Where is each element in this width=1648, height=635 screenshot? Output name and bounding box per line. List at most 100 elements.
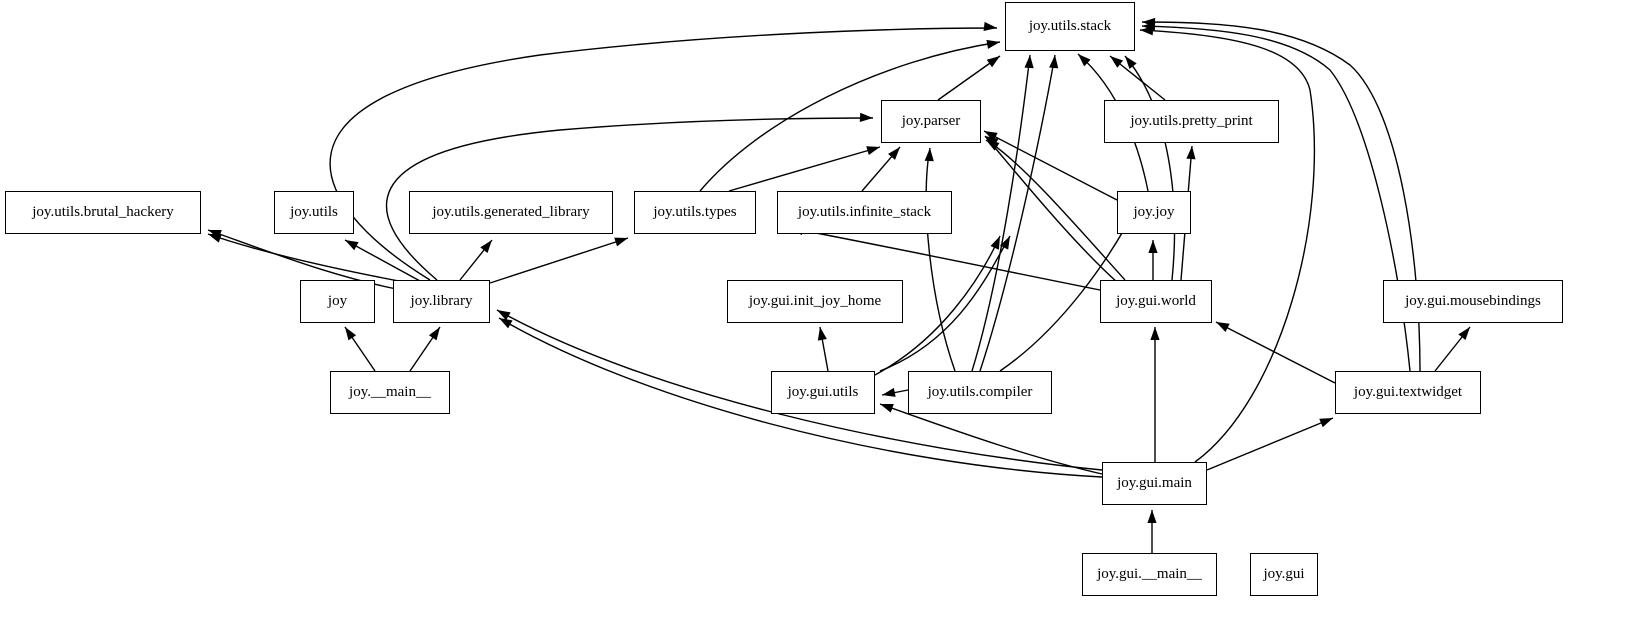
graph-edge [979, 54, 1056, 372]
graph-node-label: joy.utils.stack [1028, 18, 1112, 34]
graph-edge-arrowhead [990, 236, 1000, 250]
graph-edge-arrowhead [1024, 55, 1034, 69]
graph-node-label: joy.utils.infinite_stack [797, 204, 932, 220]
graph-edge-arrowhead [888, 147, 900, 160]
graph-node-label: joy.gui.mousebindings [1405, 293, 1541, 309]
graph-edge [1206, 417, 1334, 471]
graph-node-joy-utils-brutal-hackery[interactable]: joy.utils.brutal_hackery [5, 191, 201, 234]
graph-node-label: joy.gui.utils [787, 384, 859, 400]
graph-edge-arrowhead [924, 148, 934, 162]
graph-node-label: joy.gui [1263, 566, 1305, 582]
graph-node-joy-gui-textwidget[interactable]: joy.gui.textwidget [1335, 371, 1481, 414]
graph-edge [1124, 55, 1176, 281]
graph-edge-arrowhead [345, 327, 357, 341]
graph-node-joy-utils-types[interactable]: joy.utils.types [634, 191, 756, 234]
graph-edge-arrowhead [1458, 327, 1470, 341]
graph-edge-arrowhead [859, 112, 873, 122]
graph-node-label: joy.utils.brutal_hackery [32, 204, 174, 220]
graph-edge [207, 233, 405, 283]
graph-node-label: joy.gui.init_joy_home [748, 293, 882, 309]
graph-node-label: joy.utils [290, 204, 338, 220]
graph-node-label: joy.parser [901, 113, 961, 129]
graph-node-label: joy.utils.compiler [927, 384, 1033, 400]
graph-edge [925, 147, 956, 372]
graph-node-joy-main-[interactable]: joy.__main__ [330, 371, 450, 414]
graph-edge-arrowhead [1319, 418, 1333, 428]
graph-node-joy-gui-mousebindings[interactable]: joy.gui.mousebindings [1383, 280, 1563, 323]
graph-edge-arrowhead [1148, 240, 1158, 253]
graph-edge-arrowhead [1150, 327, 1160, 340]
graph-edge-arrowhead [1049, 55, 1059, 69]
graph-edge [984, 135, 1119, 284]
graph-node-joy-utils[interactable]: joy.utils [274, 191, 354, 234]
graph-edge-arrowhead [1110, 56, 1124, 68]
graph-node-label: joy.__main__ [349, 384, 431, 400]
graph-node-joy-library[interactable]: joy.library [393, 280, 490, 323]
graph-edge [983, 130, 1118, 201]
graph-node-label: joy [327, 293, 348, 309]
graph-edge [879, 235, 1011, 372]
graph-edge-arrowhead [497, 310, 511, 321]
graph-edge [789, 227, 1101, 291]
graph-node-label: joy.gui.world [1116, 293, 1196, 309]
graph-node-label: joy.joy [1133, 204, 1175, 220]
graph-node-joy-gui-world[interactable]: joy.gui.world [1100, 280, 1212, 323]
graph-node-joy-gui-main-[interactable]: joy.gui.__main__ [1082, 553, 1217, 596]
graph-edge [489, 237, 629, 284]
graph-edge-arrowhead [986, 56, 1000, 68]
graph-node-joy-utils-pretty-print[interactable]: joy.utils.pretty_print [1104, 100, 1279, 143]
graph-node-joy-utils-compiler[interactable]: joy.utils.compiler [908, 371, 1052, 414]
graph-edge-arrowhead [986, 39, 1000, 49]
graph-edge [1141, 21, 1421, 372]
graph-node-label: joy.utils.pretty_print [1130, 113, 1253, 129]
graph-edge-arrowhead [428, 327, 440, 341]
graph-node-label: joy.gui.__main__ [1097, 566, 1202, 582]
graph-edge-arrowhead [882, 387, 896, 397]
graph-node-joy-gui-utils[interactable]: joy.gui.utils [771, 371, 875, 414]
graph-node-label: joy.library [410, 293, 473, 309]
graph-edge-arrowhead [1125, 56, 1137, 70]
graph-edge [699, 41, 1001, 192]
graph-edge-arrowhead [1147, 510, 1157, 523]
graph-edge [985, 139, 1126, 281]
graph-node-joy-gui[interactable]: joy.gui [1250, 553, 1318, 596]
graph-edge [344, 239, 421, 282]
graph-node-joy-gui-main[interactable]: joy.gui.main [1102, 462, 1207, 505]
graph-node-label: joy.utils.types [653, 204, 737, 220]
graph-edge-arrowhead [1216, 322, 1230, 332]
graph-edge-arrowhead [983, 21, 997, 32]
graph-edge [1215, 321, 1336, 384]
graph-node-joy-joy[interactable]: joy.joy [1117, 191, 1191, 234]
graph-edge [728, 146, 881, 192]
graph-edge-arrowhead [480, 240, 492, 254]
graph-edge [498, 317, 1103, 478]
graph-edge [496, 309, 1103, 471]
graph-node-joy-parser[interactable]: joy.parser [881, 100, 981, 143]
graph-edge-arrowhead [880, 403, 894, 413]
graph-edge [1139, 29, 1316, 463]
graph-node-joy-utils-generated-library[interactable]: joy.utils.generated_library [409, 191, 613, 234]
graph-edge [879, 403, 1103, 475]
graph-edge-arrowhead [1078, 54, 1091, 67]
graph-edge-arrowhead [866, 146, 880, 156]
graph-edge-arrowhead [208, 229, 222, 239]
graph-node-joy-utils-stack[interactable]: joy.utils.stack [1005, 2, 1135, 51]
graph-edge-arrowhead [817, 327, 827, 341]
graph-node-joy-gui-init-joy-home[interactable]: joy.gui.init_joy_home [727, 280, 903, 323]
graph-node-label: joy.utils.generated_library [432, 204, 590, 220]
graph-edge-arrowhead [1186, 146, 1196, 160]
graph-node-label: joy.gui.main [1117, 475, 1192, 491]
graph-node-joy[interactable]: joy [300, 280, 375, 323]
graph-edge-arrowhead [999, 236, 1010, 250]
graph-edge-arrowhead [499, 318, 513, 329]
graph-node-joy-utils-infinite-stack[interactable]: joy.utils.infinite_stack [777, 191, 952, 234]
graph-edge [207, 229, 414, 293]
graph-node-label: joy.gui.textwidget [1353, 384, 1463, 400]
graph-edge-arrowhead [345, 240, 359, 251]
graph-edge-arrowhead [614, 237, 628, 247]
graph-edge [874, 235, 1001, 376]
graph-edge-arrowhead [1142, 17, 1156, 28]
graph-edge [971, 54, 1031, 372]
